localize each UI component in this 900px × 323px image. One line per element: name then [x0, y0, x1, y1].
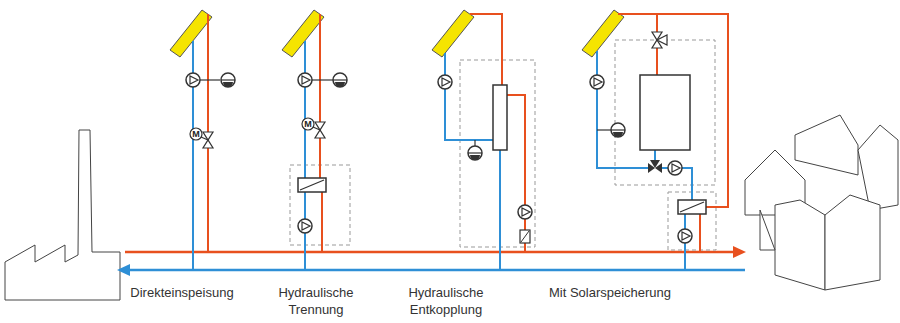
- factory-outline: [5, 130, 120, 300]
- motor-circle: [190, 128, 202, 140]
- supply-pipe: [319, 14, 321, 178]
- variant-caption: Mit Solarspeicherung: [520, 284, 700, 301]
- house: [858, 125, 898, 210]
- return-pipe: [662, 167, 668, 169]
- variant-caption: Direkteinspeisung: [112, 284, 252, 301]
- three-way-valve-port: [657, 35, 667, 45]
- solar-storage-tank: [640, 75, 690, 150]
- return-pipe: [654, 150, 656, 161]
- pump-symbol: [438, 75, 452, 89]
- variant-caption: Hydraulische Trennung: [266, 284, 366, 318]
- station-frame: [668, 192, 716, 250]
- supply-arrowhead: [733, 246, 746, 258]
- return-pipe: [499, 150, 501, 270]
- solar-collector: [170, 10, 212, 57]
- pump-symbol: [298, 73, 312, 87]
- system-decoupling: [445, 14, 525, 270]
- pump-symbol: [518, 205, 532, 219]
- system-storage: [597, 14, 728, 270]
- station-frame: [615, 40, 715, 185]
- house: [760, 210, 775, 250]
- vessel-stem: [597, 129, 611, 130]
- supply-pipe: [618, 14, 728, 207]
- return-main: [128, 269, 745, 272]
- house: [795, 115, 858, 175]
- collectors: [170, 10, 624, 57]
- return-arrowhead: [117, 264, 130, 276]
- house: [775, 200, 825, 290]
- solar-collector: [282, 10, 324, 57]
- supply-pipe: [321, 192, 323, 252]
- expansion-vessel: [468, 146, 482, 160]
- vessel-stem: [312, 79, 333, 80]
- station-frame: [460, 60, 535, 247]
- return-pipe: [682, 168, 692, 200]
- expansion-vessel: [611, 123, 625, 137]
- pump-symbol: [668, 161, 682, 175]
- solar-collector: [582, 10, 624, 57]
- houses: [745, 115, 898, 290]
- supply-pipe: [507, 95, 525, 252]
- system-direct: [193, 14, 220, 270]
- variant-caption: Hydraulische Entkopplung: [391, 284, 501, 318]
- three-way-valve: [650, 160, 660, 168]
- pump-symbol: [678, 229, 692, 243]
- heat-exchanger: [678, 200, 706, 214]
- hydraulic-separator: [493, 85, 507, 150]
- check-valve-mark: [521, 231, 529, 242]
- motor-letter: M: [190, 128, 202, 140]
- valve-symbol: [203, 132, 213, 148]
- supply-main: [125, 251, 735, 254]
- valve-symbol: [315, 122, 325, 138]
- return-pipe: [304, 41, 306, 178]
- pump-symbol: [186, 73, 200, 87]
- supply-pipe: [470, 14, 502, 85]
- return-pipe: [445, 53, 493, 140]
- expansion-vessel: [333, 73, 347, 87]
- vessel-stem: [200, 79, 220, 80]
- solar-collector: [432, 10, 474, 57]
- supply-pipe: [699, 214, 701, 252]
- vessel-stem: [474, 140, 475, 146]
- house: [825, 195, 880, 290]
- check-valve: [520, 230, 530, 243]
- pump-symbol: [298, 219, 312, 233]
- expansion-vessel: [221, 73, 235, 87]
- motor-letter: M: [302, 118, 314, 130]
- heat-exchanger: [298, 178, 326, 192]
- pump-symbol: [590, 75, 604, 89]
- motor-circle: [302, 118, 314, 130]
